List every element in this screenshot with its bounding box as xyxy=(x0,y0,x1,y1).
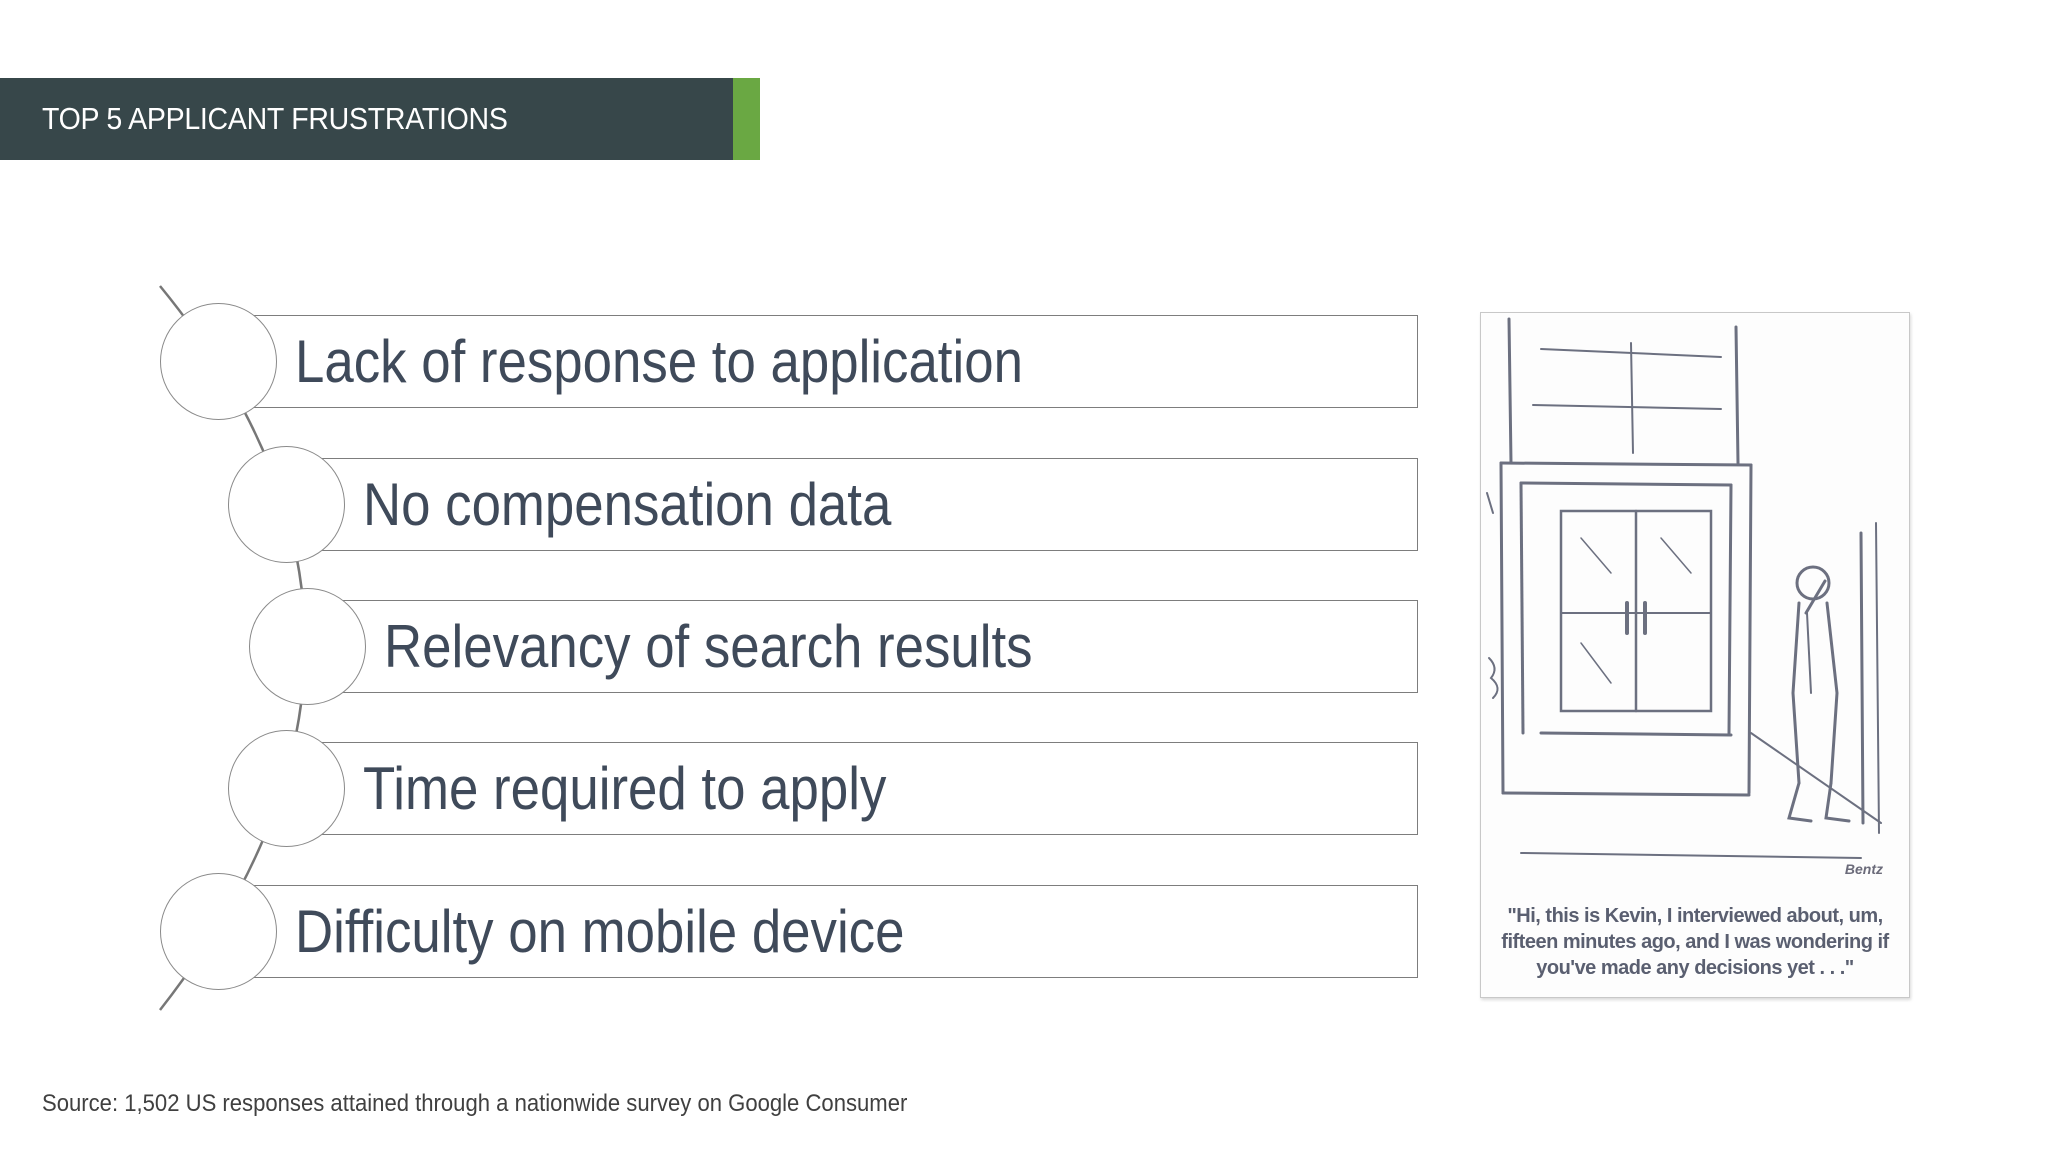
list-item-label: Time required to apply xyxy=(363,755,887,822)
list-item-box xyxy=(320,600,1418,693)
cartoon-drawing xyxy=(1486,317,1882,859)
source-note: Source: 1,502 US responses attained thro… xyxy=(42,1090,908,1117)
list-item-circle xyxy=(160,303,277,420)
cartoon-caption: "Hi, this is Kevin, I interviewed about,… xyxy=(1501,905,1889,979)
list-item-box xyxy=(245,885,1418,978)
cartoon-image: Bentz "Hi, this is Kevin, I interviewed … xyxy=(1480,312,1910,998)
cartoon-signature: Bentz xyxy=(1844,861,1883,877)
list-item-circle xyxy=(228,446,345,563)
list-item-box xyxy=(245,315,1418,408)
slide-title: TOP 5 APPLICANT FRUSTRATIONS xyxy=(42,101,508,136)
list-item-circle xyxy=(249,588,366,705)
title-bar xyxy=(0,78,733,160)
list-item-label: Difficulty on mobile device xyxy=(295,898,905,965)
list-item-label: Relevancy of search results xyxy=(384,613,1033,680)
list-item-circle xyxy=(160,873,277,990)
list-item-label: Lack of response to application xyxy=(295,328,1023,395)
list-item-box xyxy=(300,742,1418,835)
list-item-box xyxy=(300,458,1418,551)
title-accent-stripe xyxy=(733,78,760,160)
list-item-label: No compensation data xyxy=(363,471,892,538)
list-item-circle xyxy=(228,730,345,847)
